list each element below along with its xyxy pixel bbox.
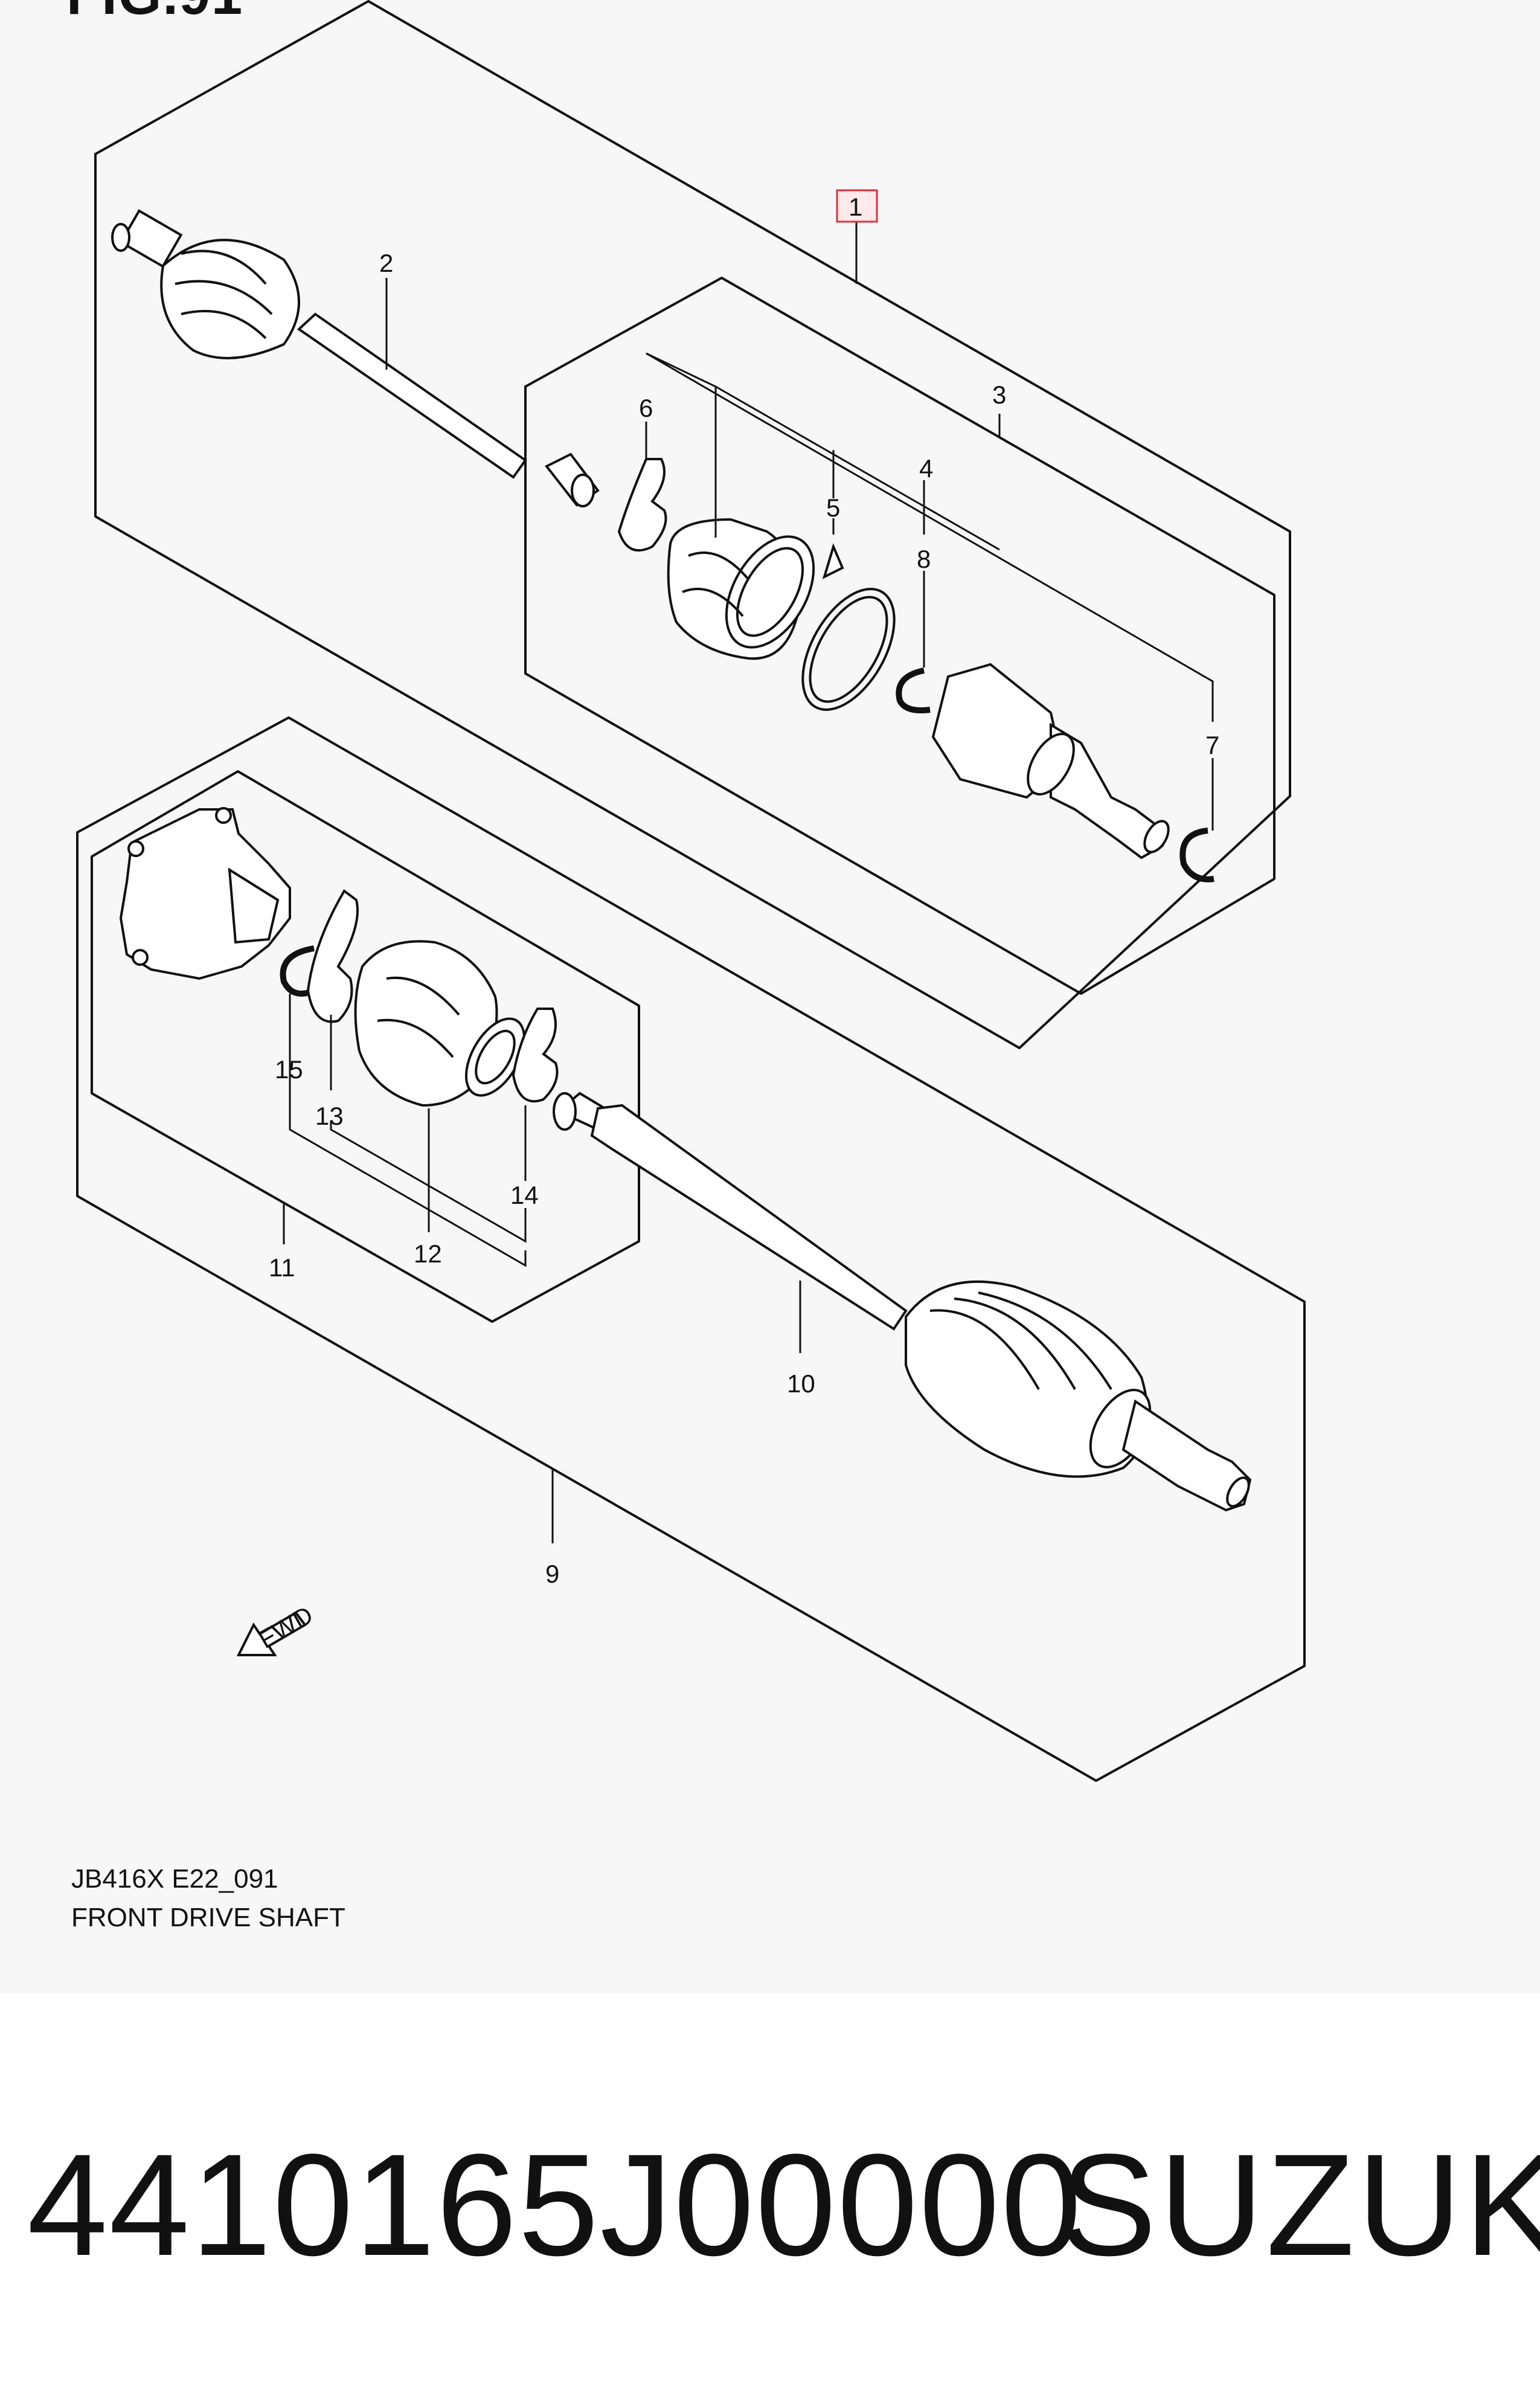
part-15-snap-ring bbox=[280, 945, 315, 997]
diagram-panel: FIG.91 bbox=[66, 0, 1306, 1932]
part-4-joint-housing bbox=[931, 663, 1170, 860]
part-11-joint-housing bbox=[119, 807, 291, 980]
boot-clamp-ring bbox=[801, 543, 896, 711]
callout-13: 13 bbox=[315, 1102, 344, 1130]
part-12-boot bbox=[354, 940, 526, 1107]
diagram-name: FRONT DRIVE SHAFT bbox=[71, 1903, 345, 1932]
callout-3: 3 bbox=[992, 381, 1006, 409]
exploded-parts-diagram: FWD 1 2 bbox=[76, 0, 1306, 1782]
callout-15: 15 bbox=[275, 1055, 303, 1084]
callout-7: 7 bbox=[1205, 731, 1219, 759]
part-8-snap-ring bbox=[896, 667, 931, 713]
fwd-arrow-icon: FWD bbox=[236, 1600, 318, 1656]
callout-1: 1 bbox=[849, 193, 862, 221]
diagram-code: JB416X E22_091 bbox=[71, 1864, 278, 1894]
part-6-clamp bbox=[617, 458, 667, 552]
callout-9: 9 bbox=[545, 1560, 559, 1588]
callout-8: 8 bbox=[917, 545, 931, 573]
part-number: 4410165J00000 bbox=[27, 2124, 1083, 2286]
part-13-clamp bbox=[306, 889, 359, 1023]
brand-name: SUZUKI bbox=[1060, 2124, 1540, 2286]
callout-2: 2 bbox=[379, 249, 393, 277]
callout-6: 6 bbox=[639, 394, 653, 422]
callout-12: 12 bbox=[414, 1239, 442, 1268]
part-2-shaft bbox=[111, 209, 600, 507]
callout-4: 4 bbox=[919, 454, 933, 483]
figure-title: FIG.91 bbox=[66, 0, 243, 27]
callout-1-box bbox=[836, 189, 878, 223]
callout-10: 10 bbox=[787, 1369, 815, 1398]
callout-14: 14 bbox=[510, 1181, 539, 1209]
assembly-1-frame bbox=[94, 0, 1291, 1049]
assembly-9-frame bbox=[76, 716, 1306, 1782]
callout-5: 5 bbox=[826, 494, 840, 522]
assembly-11-frame bbox=[91, 770, 640, 1323]
part-14-clamp bbox=[512, 1008, 559, 1103]
callout-11: 11 bbox=[269, 1253, 295, 1282]
part-10-shaft bbox=[553, 1092, 1252, 1512]
fwd-label: FWD bbox=[254, 1600, 318, 1654]
assembly-3-frame bbox=[524, 277, 1275, 995]
part-7-snap-ring bbox=[1179, 828, 1214, 883]
part-5-boot bbox=[667, 518, 815, 660]
